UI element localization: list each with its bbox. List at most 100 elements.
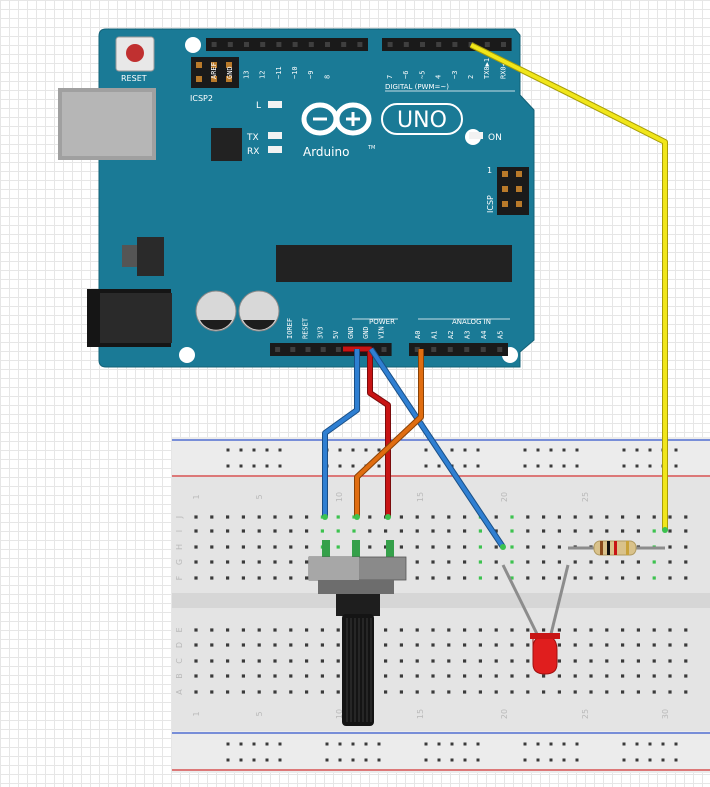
header-pin[interactable]: [497, 347, 503, 352]
icsp2-pin[interactable]: [226, 62, 232, 68]
header-pin[interactable]: [501, 42, 506, 47]
wire-gnd-pot: [323, 349, 359, 517]
breadboard-hole: [668, 628, 672, 632]
breadboard-hole: [399, 690, 403, 694]
header-pin[interactable]: [244, 42, 249, 47]
resistor: [568, 540, 665, 556]
reset-button-cap[interactable]: [126, 44, 144, 62]
header-pin[interactable]: [464, 347, 470, 352]
breadboard-hole: [194, 515, 198, 519]
breadboard-hole: [320, 628, 324, 632]
column-number-bottom: 15: [416, 709, 425, 719]
pin-label: A3: [464, 331, 472, 339]
breadboard-hole: [621, 628, 625, 632]
header-pin[interactable]: [420, 42, 425, 47]
header-pin[interactable]: [275, 347, 281, 352]
rail-hole: [549, 464, 553, 468]
breadboard-hole: [636, 659, 640, 663]
pot-shaft[interactable]: [342, 614, 374, 726]
header-pin[interactable]: [480, 347, 486, 352]
breadboard-hole: [510, 529, 514, 533]
header-pin[interactable]: [431, 347, 437, 352]
breadboard-hole: [447, 545, 451, 549]
analog-header: [409, 343, 508, 356]
header-pin[interactable]: [387, 42, 393, 47]
icsp2-pin[interactable]: [196, 76, 202, 82]
icsp2-pin[interactable]: [226, 76, 232, 82]
header-pin[interactable]: [325, 42, 330, 47]
led-l: [268, 101, 282, 108]
icsp2-pin[interactable]: [211, 76, 217, 82]
breadboard-hole: [415, 560, 419, 564]
header-pin[interactable]: [403, 42, 409, 47]
red-led: [501, 564, 570, 675]
rail-hole: [562, 758, 566, 762]
breadboard-hole: [668, 643, 672, 647]
breadboard-hole: [542, 529, 546, 533]
header-pin[interactable]: [308, 42, 314, 47]
header-pin[interactable]: [436, 42, 442, 47]
breadboard-hole: [510, 576, 514, 580]
rail-hole: [226, 448, 230, 452]
header-pin[interactable]: [357, 42, 363, 47]
breadboard-hole: [431, 659, 435, 663]
breadboard-hole: [194, 545, 198, 549]
header-pin[interactable]: [341, 42, 347, 47]
header-pin[interactable]: [305, 347, 311, 352]
breadboard-hole: [668, 529, 672, 533]
icsp2-header: [191, 57, 239, 88]
breadboard-hole: [589, 659, 593, 663]
header-pin[interactable]: [335, 347, 341, 352]
rail-hole: [325, 758, 329, 762]
breadboard-hole: [589, 560, 593, 564]
header-pin[interactable]: [414, 347, 420, 352]
rail-hole: [377, 464, 381, 468]
header-pin[interactable]: [452, 42, 458, 47]
breadboard-hole: [289, 560, 293, 564]
header-pin[interactable]: [292, 42, 298, 47]
rail-hole: [239, 742, 243, 746]
icsp2-pin[interactable]: [196, 62, 202, 68]
breadboard-hole: [652, 674, 656, 678]
breadboard-hole: [478, 560, 482, 564]
breadboard-hole: [273, 628, 277, 632]
breadboard-hole: [605, 529, 609, 533]
header-pin[interactable]: [260, 42, 266, 47]
breadboard-hole: [399, 628, 403, 632]
rail-hole: [622, 448, 626, 452]
rail-hole: [265, 448, 269, 452]
pin-label: ~11: [275, 66, 283, 79]
wire-end: [385, 514, 391, 520]
header-pin[interactable]: [227, 42, 233, 47]
icsp-pin[interactable]: [502, 186, 508, 192]
icsp2-pin[interactable]: [211, 62, 217, 68]
icsp-pin[interactable]: [516, 201, 522, 207]
rail-hole: [364, 758, 368, 762]
header-pin[interactable]: [320, 347, 326, 352]
header-pin[interactable]: [211, 42, 217, 47]
icsp-pin[interactable]: [516, 171, 522, 177]
header-pin[interactable]: [276, 42, 282, 47]
breadboard-hole: [494, 674, 498, 678]
header-pin[interactable]: [290, 347, 296, 352]
breadboard-hole: [368, 545, 372, 549]
breadboard-hole: [652, 659, 656, 663]
breadboard-hole: [273, 515, 277, 519]
pin-label: ~6: [402, 71, 410, 79]
header-pin[interactable]: [447, 347, 453, 352]
breadboard-hole: [463, 659, 467, 663]
breadboard-hole: [463, 529, 467, 533]
breadboard-hole: [289, 674, 293, 678]
icsp-pin[interactable]: [502, 171, 508, 177]
breadboard-hole: [431, 545, 435, 549]
icsp-pin[interactable]: [516, 186, 522, 192]
breadboard-hole: [668, 545, 672, 549]
breadboard-hole: [210, 674, 214, 678]
breadboard-hole: [384, 690, 388, 694]
header-pin[interactable]: [381, 347, 387, 352]
breadboard-hole: [384, 529, 388, 533]
breadboard-hole: [621, 576, 625, 580]
icsp-pin[interactable]: [502, 201, 508, 207]
header-pin[interactable]: [484, 42, 490, 47]
header-pin[interactable]: [468, 42, 474, 47]
